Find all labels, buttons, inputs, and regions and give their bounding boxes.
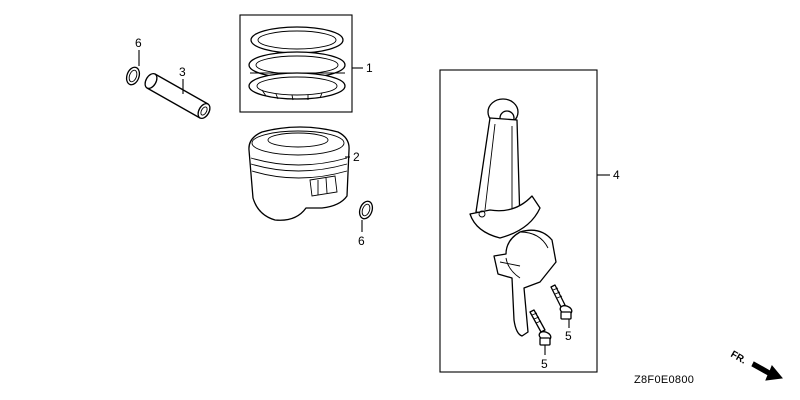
callout-4: 4: [613, 168, 620, 182]
front-direction-label: FR.: [729, 349, 749, 367]
callout-3: 3: [179, 65, 186, 79]
piston-pin-clip-bottom[interactable]: [357, 199, 374, 220]
piston-pin-clip-top[interactable]: [124, 65, 141, 86]
piston-pin[interactable]: [143, 72, 213, 121]
connecting-rod[interactable]: [469, 98, 557, 337]
arrow-icon: [751, 361, 783, 381]
callout-6-top: 6: [135, 36, 142, 50]
callout-2: 2: [353, 150, 360, 164]
callout-1: 1: [366, 61, 373, 75]
connecting-rod-bolt-left[interactable]: [529, 309, 552, 346]
callout-6-bottom: 6: [358, 234, 365, 248]
ring-set-frame: [239, 14, 353, 113]
conrod-frame: [439, 69, 598, 373]
callout-5-left: 5: [541, 357, 548, 371]
piston[interactable]: [248, 126, 350, 221]
diagram-code: Z8F0E0800: [634, 374, 694, 386]
front-direction-arrow: FR.: [729, 349, 783, 381]
connecting-rod-bolt-right[interactable]: [550, 284, 573, 320]
callout-5-right: 5: [565, 329, 572, 343]
piston-ring-set[interactable]: [239, 14, 353, 113]
